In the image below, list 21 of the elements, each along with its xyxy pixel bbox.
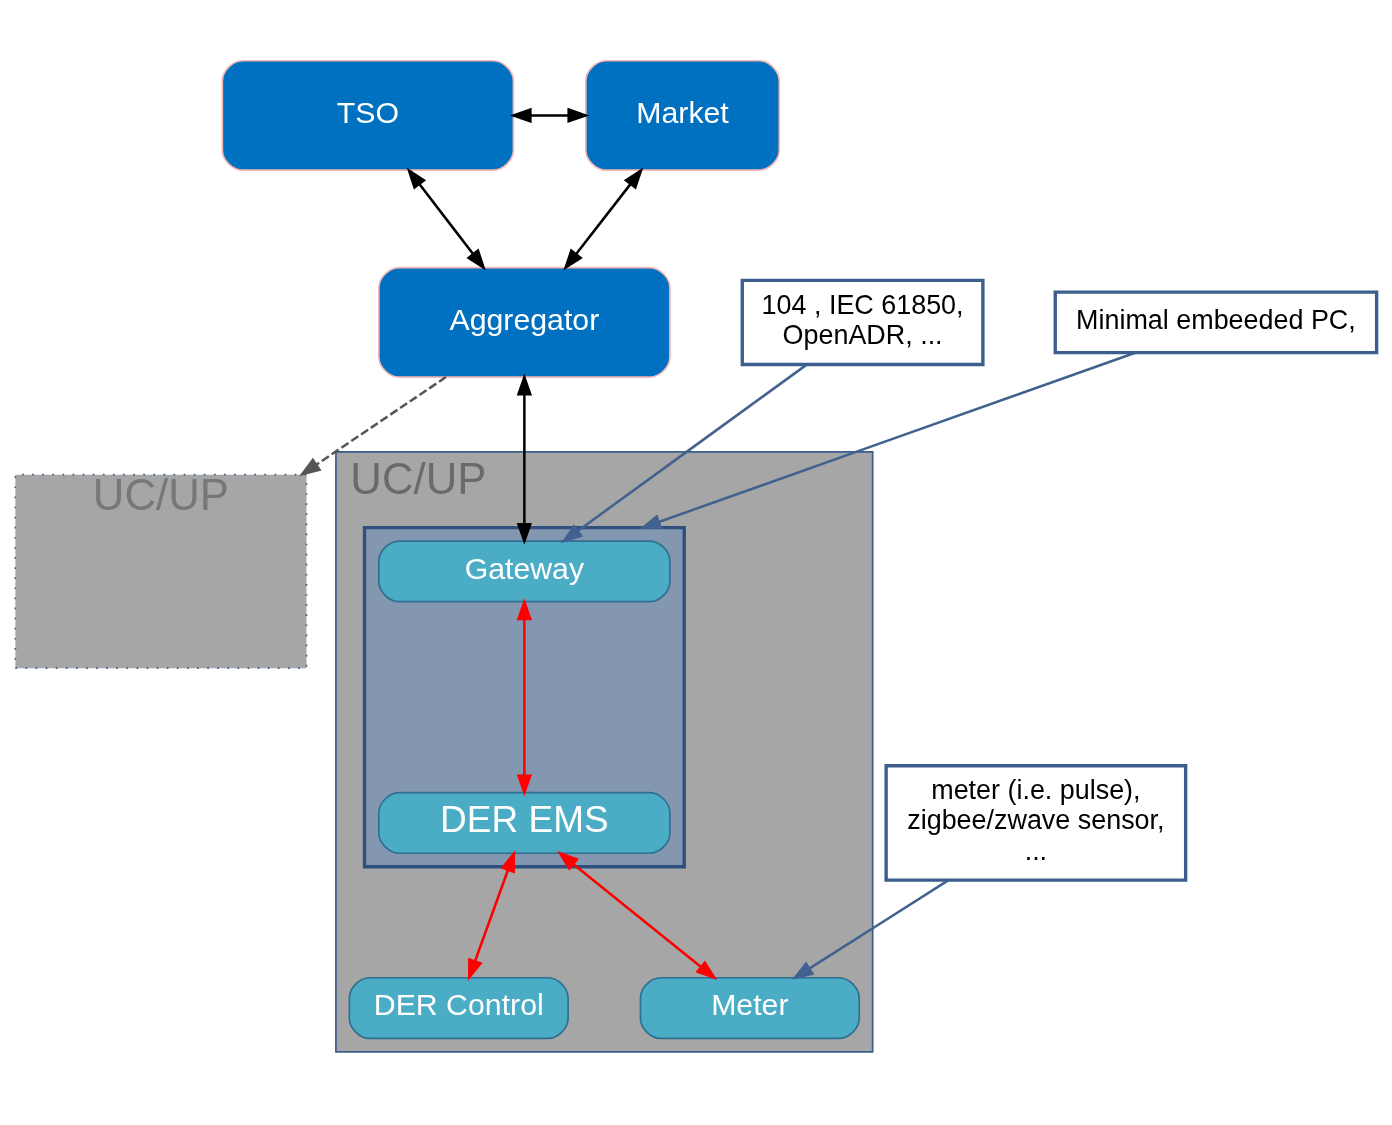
arrow bbox=[516, 373, 533, 545]
node-box: Gateway bbox=[378, 539, 671, 603]
node-box: TSO bbox=[221, 59, 515, 171]
node-box: Meter bbox=[639, 976, 861, 1039]
arrow bbox=[563, 167, 644, 271]
node-box: DER Control bbox=[348, 976, 569, 1039]
node-box: Market bbox=[584, 59, 781, 171]
node-box: Minimal embeeded PC, bbox=[1053, 289, 1379, 354]
node-box: Aggregator bbox=[378, 266, 671, 378]
arrow bbox=[560, 363, 808, 543]
node-box: meter (i.e. pulse), zigbee/zwave sensor, ... bbox=[884, 763, 1188, 882]
arrow bbox=[639, 351, 1136, 529]
arrow bbox=[299, 375, 447, 476]
node-box: DER EMS bbox=[378, 791, 671, 854]
arrow bbox=[509, 107, 590, 123]
arrow bbox=[791, 879, 949, 980]
arrow bbox=[516, 597, 533, 796]
arrow bbox=[406, 167, 486, 271]
node-box: 104 , IEC 61850, OpenADR, ... bbox=[740, 278, 985, 366]
arrow bbox=[467, 849, 516, 981]
arrow bbox=[557, 850, 718, 980]
